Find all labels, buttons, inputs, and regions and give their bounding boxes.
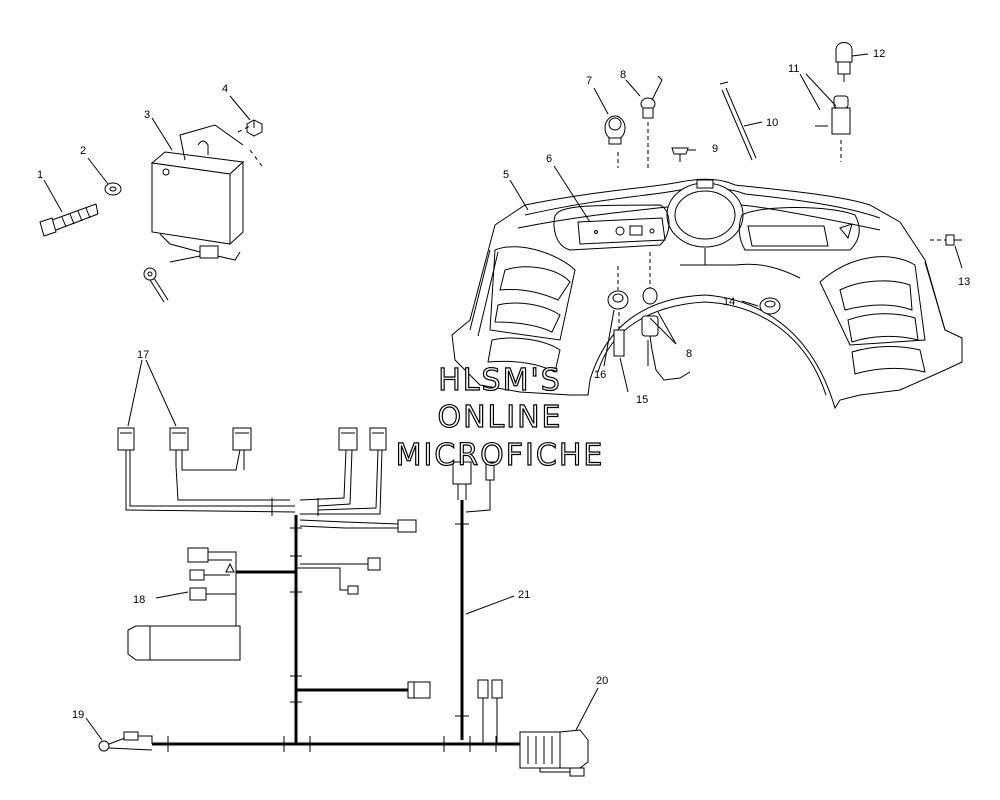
watermark-line-2: ONLINE — [437, 400, 562, 435]
bolt-part — [39, 203, 99, 237]
callout-14: 14 — [723, 296, 735, 308]
module-box-part — [150, 124, 245, 261]
callout-8-top: 8 — [620, 69, 626, 81]
knob-part — [604, 115, 626, 168]
rod-part — [719, 81, 757, 161]
ring-terminal — [98, 731, 153, 752]
dash-panel-part — [451, 178, 963, 410]
callout-5: 5 — [503, 169, 509, 181]
switch-part-top — [640, 75, 663, 168]
callout-3: 3 — [144, 109, 150, 121]
wiring-harness — [85, 359, 599, 777]
callout-12: 12 — [873, 48, 885, 60]
callout-1: 1 — [37, 169, 43, 181]
connector-row — [117, 427, 387, 451]
bulb-part — [835, 42, 853, 82]
dash-panel-assembly — [451, 42, 963, 410]
callout-13: 13 — [958, 276, 970, 288]
callout-8-lower: 8 — [686, 348, 692, 360]
small-screw-part — [930, 234, 962, 246]
washer-part — [104, 182, 122, 196]
callout-15: 15 — [636, 394, 648, 406]
module-assembly — [39, 95, 263, 303]
screw-part — [671, 147, 689, 162]
right-vent — [819, 256, 946, 375]
callout-4: 4 — [222, 83, 228, 95]
switch-part-lower — [641, 252, 691, 381]
callout-11: 11 — [788, 63, 799, 75]
watermark: HLSM'S ONLINE MICROFICHE — [395, 362, 605, 473]
grommet-part — [759, 297, 781, 315]
callout-20: 20 — [596, 675, 608, 687]
callout-labels: 1 2 3 4 5 6 7 8 9 10 11 12 13 14 15 16 8… — [37, 48, 970, 721]
left-vent — [469, 246, 576, 373]
callout-18: 18 — [133, 594, 145, 606]
fitting-part — [607, 266, 629, 357]
callout-10: 10 — [766, 117, 778, 129]
callout-7: 7 — [586, 75, 592, 87]
callout-9: 9 — [712, 143, 718, 155]
callout-21: 21 — [518, 589, 530, 601]
callout-19: 19 — [72, 709, 84, 721]
nut-part — [246, 119, 263, 137]
ground-lug — [143, 255, 201, 303]
callout-16: 16 — [594, 369, 606, 381]
callout-2: 2 — [80, 145, 86, 157]
watermark-line-1: HLSM'S — [438, 363, 562, 398]
watermark-line-3: MICROFICHE — [396, 438, 605, 473]
bulb-socket-part — [815, 95, 851, 162]
callout-6: 6 — [546, 153, 552, 165]
main-connector-block — [519, 729, 589, 777]
callout-17: 17 — [137, 349, 149, 361]
